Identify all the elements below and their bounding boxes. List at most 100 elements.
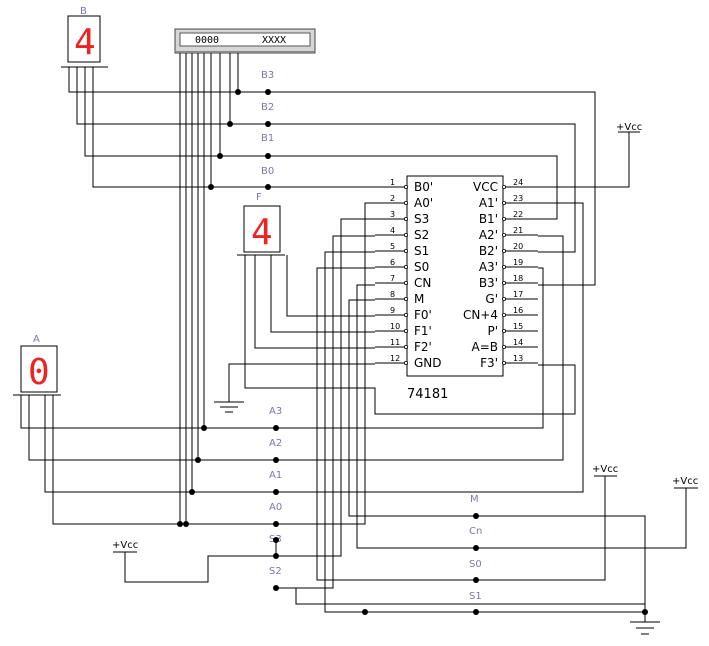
label-s2: S2	[269, 566, 282, 577]
display-a-digit: 0	[28, 352, 50, 393]
wire-s2-gnd	[276, 587, 645, 605]
vcc-label-s0: +Vcc	[592, 464, 618, 475]
junction-dot	[273, 553, 279, 559]
word-generator[interactable]: 0000 XXXX	[174, 28, 316, 54]
junction-dot	[183, 521, 189, 527]
chip-pin-bubble	[501, 360, 506, 365]
wire-a3	[20, 267, 544, 429]
junction-dot	[177, 521, 183, 527]
label-a3: A3	[269, 406, 282, 417]
chip-pin-bubble	[403, 184, 408, 189]
junction-dot	[265, 153, 271, 159]
chip-pin-name: B2'	[479, 244, 498, 258]
wire-f3	[244, 255, 576, 415]
junction-dot	[208, 184, 214, 190]
junction-dot	[273, 521, 279, 527]
chip-pin-bubble	[403, 296, 408, 301]
chip-pin-name: S3	[414, 212, 429, 226]
chip-pin-bubble	[501, 216, 506, 221]
display-f-label: F	[256, 192, 262, 203]
vcc-label-s3: +Vcc	[112, 540, 138, 551]
junction-dot	[642, 609, 648, 615]
wire-s0	[316, 267, 606, 581]
junctions	[177, 89, 648, 615]
display-a: A 0	[13, 334, 61, 396]
chip-pin-bubble	[501, 248, 506, 253]
chip-pin-name: B0'	[414, 180, 433, 194]
junction-dot	[473, 577, 479, 583]
junction-dot	[227, 121, 233, 127]
junction-dot	[265, 184, 271, 190]
wiring	[20, 53, 698, 635]
chip-title: 74181	[407, 387, 448, 402]
chip-pin-number: 19	[513, 258, 523, 267]
chip-pin-number: 5	[390, 242, 395, 251]
label-b3: B3	[261, 70, 274, 81]
wire-a2	[28, 235, 564, 461]
wire-f0	[286, 255, 375, 317]
wire-m	[348, 299, 646, 618]
chip-pin-name: A1'	[479, 196, 498, 210]
chip-pin-number: 16	[513, 306, 523, 315]
chip-pin-bubble	[501, 344, 506, 349]
junction-dot	[265, 89, 271, 95]
chip-pin-number: 14	[513, 338, 523, 347]
display-a-label: A	[33, 334, 40, 345]
label-a2: A2	[269, 438, 282, 449]
chip-pin-name: A3'	[479, 260, 498, 274]
chip-pin-name: P'	[487, 324, 498, 338]
chip-pin-number: 20	[513, 242, 523, 251]
wire-s1	[324, 251, 645, 613]
chip-pin-bubble	[501, 280, 506, 285]
chip-pin-bubble	[501, 296, 506, 301]
wire-s3	[276, 218, 375, 557]
word-generator-screen	[179, 32, 311, 47]
chip-pin-bubble	[501, 200, 506, 205]
chip-pin-name: M	[414, 292, 424, 306]
junction-dot	[265, 121, 271, 127]
display-a-frame	[20, 345, 58, 393]
chip-pin-number: 21	[513, 226, 523, 235]
chip-pin-number: 1	[390, 178, 395, 187]
label-s0: S0	[469, 559, 482, 570]
display-b: B 4	[61, 6, 108, 68]
chip-pin-name: S1	[414, 244, 429, 258]
chip-pin-name: B1'	[479, 212, 498, 226]
chip-pin-name: GND	[414, 356, 442, 370]
wire-s2	[276, 235, 375, 589]
wire-b3	[68, 67, 596, 286]
chip-pin-name: CN	[414, 276, 431, 290]
display-b-label: B	[80, 6, 87, 17]
chip-pin-name: VCC	[473, 180, 498, 194]
junction-dot	[473, 545, 479, 551]
chip-pin-number: 17	[513, 290, 523, 299]
junction-dot	[189, 489, 195, 495]
junction-dot	[235, 89, 241, 95]
chip-pin-number: 6	[390, 258, 395, 267]
display-f: F 4	[237, 192, 285, 256]
chip-pin-name: CN+4	[463, 308, 498, 322]
chip-pin-bubble	[403, 312, 408, 317]
label-cn: Cn	[469, 526, 482, 537]
word-generator-left-value: 0000	[195, 35, 219, 46]
vcc-label-chip: +Vcc	[616, 122, 642, 133]
wire-f2	[254, 255, 375, 349]
junction-dot	[273, 489, 279, 495]
chip-pin-bubble	[403, 248, 408, 253]
junction-dot	[473, 513, 479, 519]
chip-body	[406, 175, 504, 377]
wire-b1	[84, 67, 558, 220]
chip-pin-bubble	[501, 312, 506, 317]
junction-dot	[473, 609, 479, 615]
wire-a1	[44, 202, 584, 493]
junction-dot	[273, 425, 279, 431]
label-b0: B0	[261, 166, 274, 177]
wire-f1	[270, 255, 375, 333]
chip-pin-number: 9	[390, 306, 395, 315]
chip-pin-number: 22	[513, 210, 523, 219]
chip-pin-bubble	[501, 328, 506, 333]
chip-pin-number: 10	[390, 322, 400, 331]
chip-pin-bubble	[403, 216, 408, 221]
chip-pin-number: 3	[390, 210, 395, 219]
